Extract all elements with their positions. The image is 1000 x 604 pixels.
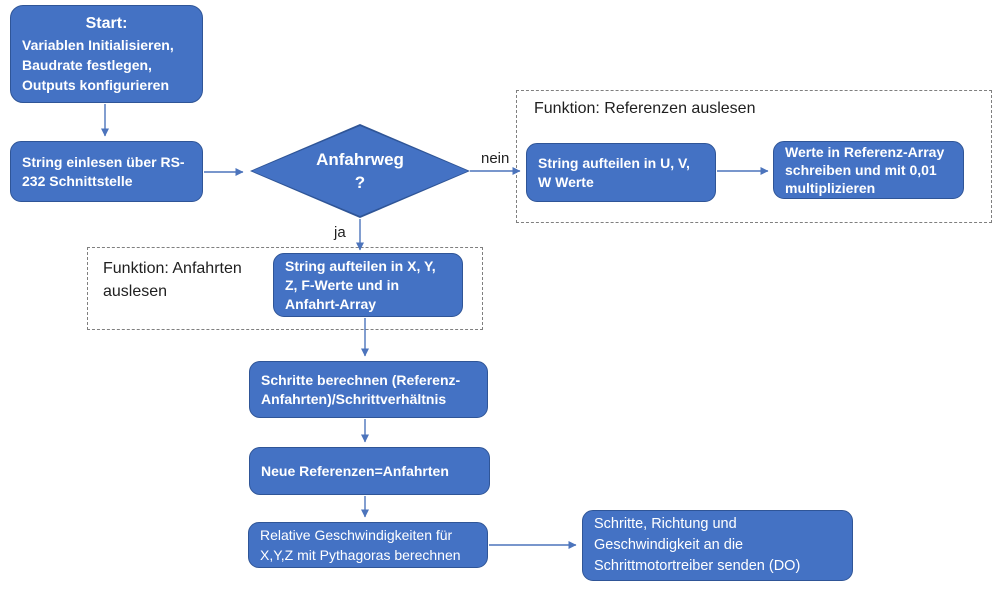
- edge-label-nein: nein: [481, 150, 510, 167]
- node-split-xyzf-label: String aufteilen in X, Y, Z, F-Werte und…: [285, 257, 436, 312]
- group-funktion-referenzen: [516, 90, 992, 223]
- node-start: Start: Variablen Initialisieren, Baudrat…: [10, 5, 203, 103]
- node-split-xyzf: String aufteilen in X, Y, Z, F-Werte und…: [273, 253, 463, 317]
- node-new-reference-label: Neue Referenzen=Anfahrten: [261, 462, 449, 479]
- node-send-steps-label: Schritte, Richtung und Geschwindigkeit a…: [594, 516, 801, 574]
- node-decision-anfahrweg: Anfahrweg ?: [250, 124, 470, 218]
- group-funktion-anfahrten: [87, 247, 483, 330]
- node-split-uvw: String aufteilen in U, V, W Werte: [526, 143, 716, 202]
- node-split-uvw-label: String aufteilen in U, V, W Werte: [538, 154, 690, 190]
- node-read-string-label: String einlesen über RS-232 Schnittstell…: [22, 153, 185, 189]
- node-write-reference: Werte in Referenz-Array schreiben und mi…: [773, 141, 964, 199]
- node-calc-steps-label: Schritte berechnen (Referenz-Anfahrten)/…: [261, 371, 461, 407]
- node-write-reference-label: Werte in Referenz-Array schreiben und mi…: [785, 144, 945, 196]
- node-read-string: String einlesen über RS-232 Schnittstell…: [10, 141, 203, 202]
- node-relative-speed: Relative Geschwindigkeiten für X,Y,Z mit…: [248, 522, 488, 568]
- node-send-steps: Schritte, Richtung und Geschwindigkeit a…: [582, 510, 853, 581]
- edge-label-ja: ja: [334, 224, 346, 241]
- decision-label-line1: Anfahrweg: [316, 150, 404, 169]
- decision-label-line2: ?: [354, 173, 366, 192]
- node-new-reference: Neue Referenzen=Anfahrten: [249, 447, 490, 495]
- node-start-line: Baudrate festlegen,: [22, 57, 152, 73]
- node-calc-steps: Schritte berechnen (Referenz-Anfahrten)/…: [249, 361, 488, 418]
- group-funktion-anfahrten-title: Funktion: Anfahrten auslesen: [103, 260, 242, 300]
- node-start-title: Start:: [85, 15, 128, 32]
- node-start-line: Outputs konfigurieren: [22, 77, 169, 93]
- decision-label: Anfahrweg ?: [250, 124, 470, 218]
- group-funktion-referenzen-title: Funktion: Referenzen auslesen: [534, 100, 756, 117]
- node-relative-speed-label: Relative Geschwindigkeiten für X,Y,Z mit…: [260, 527, 461, 563]
- node-start-line: Variablen Initialisieren,: [22, 37, 174, 53]
